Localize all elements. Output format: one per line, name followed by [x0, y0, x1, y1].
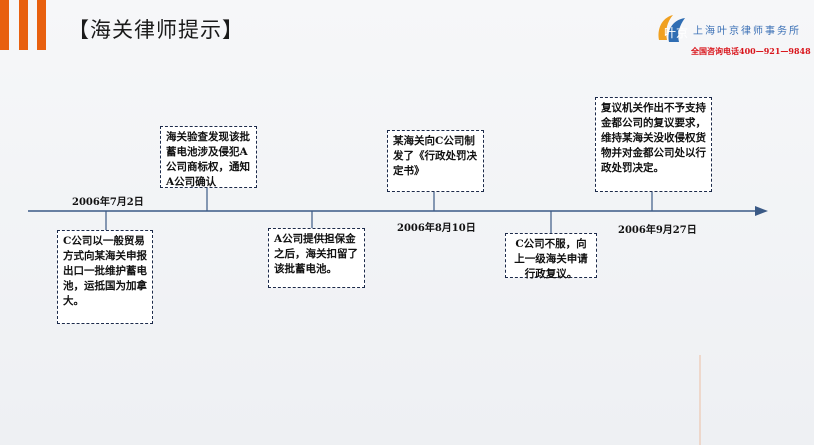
firm-logo-icon: 叶京	[658, 15, 688, 42]
firm-name: 上海叶京律师事务所	[693, 26, 801, 37]
event-box-3: A公司提供担保金之后，海关扣留了该批蓄电池。	[268, 228, 365, 288]
event-box-2: 海关验查发现该批蓄电池涉及侵犯A公司商标权，通知A公司确认	[160, 126, 257, 188]
date-label-3: 2006年9月27日	[618, 225, 697, 236]
hotline-text: 全国咨询电话400—921—9848	[691, 46, 811, 56]
accent-bar-1	[0, 0, 9, 50]
event-box-5: C公司不服，向上一级海关申请行政复议。	[505, 233, 597, 280]
event-box-4: 某海关向C公司制发了《行政处罚决定书》	[387, 130, 484, 192]
event-box-1: C公司以一般贸易方式向某海关申报出口一批维护蓄电池，运抵国为加拿大。	[57, 230, 153, 324]
accent-bars	[0, 0, 60, 50]
accent-bar-3	[37, 0, 46, 50]
page-title: 【海关律师提示】	[68, 18, 244, 42]
date-label-2: 2006年8月10日	[397, 223, 476, 234]
timeline-arrow-icon	[755, 206, 768, 216]
accent-bar-2	[19, 0, 28, 50]
date-label-1: 2006年7月2日	[72, 197, 144, 208]
firm-logo: 叶京 上海叶京律师事务所 全国咨询电话400—921—9848	[655, 8, 811, 66]
event-box-6: 复议机关作出不予支持金都公司的复议要求，维持某海关没收侵权货物并对金都公司处以行…	[595, 97, 712, 192]
logo-badge-text: 叶京	[664, 26, 688, 40]
